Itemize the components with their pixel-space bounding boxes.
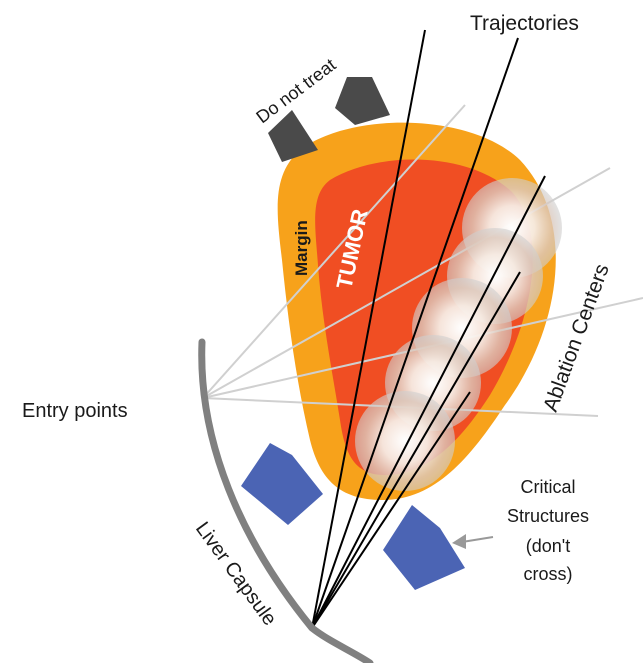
critical-structure-pointer [462,537,493,542]
arrow-head-icon [452,534,466,549]
ablation-sphere [355,391,455,491]
entry-points-label: Entry points [22,400,128,422]
liver-capsule-label: Liver Capsule [191,518,281,630]
critical-structure-shape [383,505,465,590]
margin-label: Margin [292,220,311,276]
critical-structure-shape [241,443,323,525]
critical-structures-line: Critical [520,477,575,497]
critical-structures-line: cross) [524,564,573,584]
do-not-treat-shape [335,77,390,125]
critical-structures-line: Structures [507,506,589,526]
trajectories-label: Trajectories [470,12,579,35]
critical-structures-label: Critical Structures (don't cross) [507,477,589,584]
critical-structures-line: (don't [526,536,570,556]
